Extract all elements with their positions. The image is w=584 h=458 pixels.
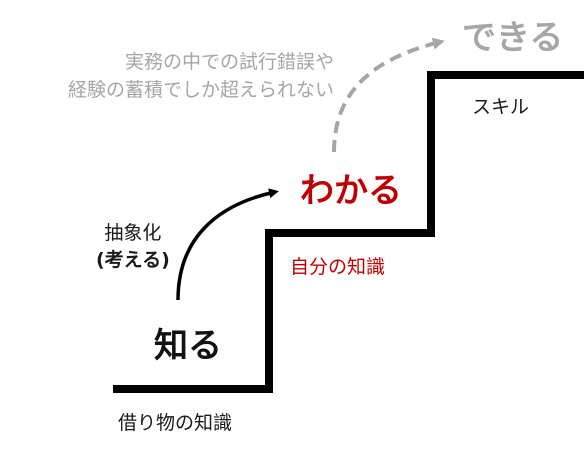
level-middle-title: わかる (300, 171, 402, 211)
constraint-note: 実務の中での試行錯誤や 経験の蓄積でしか超えられない (14, 48, 334, 104)
transition-label: 抽象化 (考える) (96, 220, 170, 274)
curved-arrow-icon (176, 188, 279, 301)
level-bottom-caption: 借り物の知識 (118, 412, 233, 434)
constraint-note-line1: 実務の中での試行錯誤や (124, 51, 334, 73)
level-middle-caption: 自分の知識 (290, 256, 386, 278)
level-bottom-title: 知る (154, 326, 222, 366)
staircase-line (113, 71, 584, 393)
constraint-note-line2: 経験の蓄積でしか超えられない (67, 79, 334, 101)
level-top-caption: スキル (472, 96, 530, 118)
transition-label-line1: 抽象化 (104, 222, 162, 244)
level-top-title: できる (462, 18, 564, 58)
dashed-curved-arrow-icon (332, 37, 445, 153)
transition-label-line2: (考える) (96, 249, 170, 271)
